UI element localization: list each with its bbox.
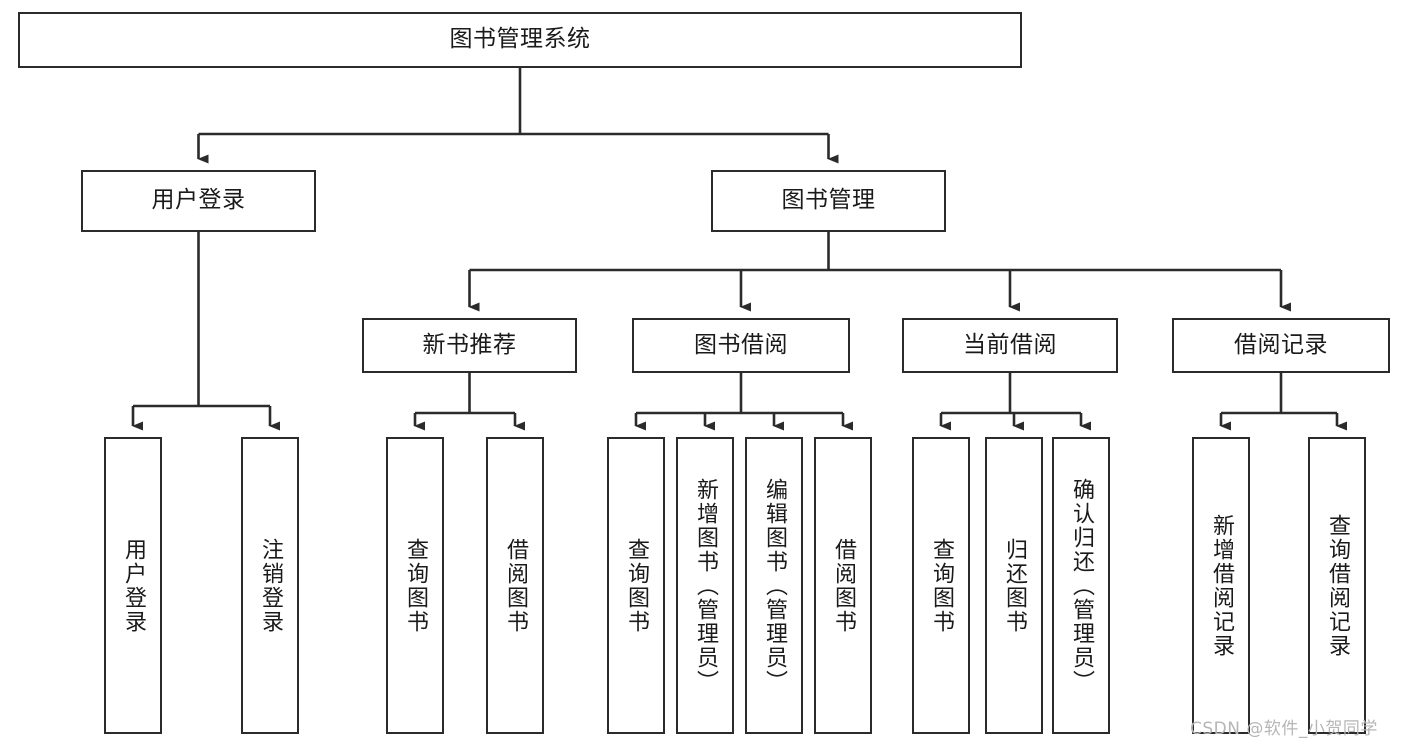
node-label: 新书推荐	[422, 331, 517, 358]
node-label: 图书借阅	[694, 331, 788, 358]
node-leaf-logout-login[interactable]: 注销登录	[241, 437, 299, 734]
node-label: 新增借阅记录	[1209, 513, 1234, 658]
node-leaf-edit-book-admin[interactable]: 编辑图书（管理员）	[745, 437, 803, 734]
node-label: 新增图书（管理员）	[693, 477, 718, 694]
node-leaf-borrow-books[interactable]: 借阅图书	[814, 437, 872, 734]
node-label: 归还图书	[1002, 537, 1027, 634]
node-leaf-borrow-books-recommend[interactable]: 借阅图书	[486, 437, 544, 734]
node-label: 查询图书	[929, 537, 954, 634]
node-leaf-confirm-return-admin[interactable]: 确认归还（管理员）	[1052, 437, 1110, 734]
node-label: 用户登录	[151, 187, 246, 214]
node-current-borrow[interactable]: 当前借阅	[902, 318, 1118, 373]
node-label: 借阅记录	[1234, 331, 1328, 358]
node-label: 用户登录	[121, 537, 146, 634]
node-label: 借阅图书	[831, 537, 856, 634]
node-leaf-query-borrow-record[interactable]: 查询借阅记录	[1308, 437, 1366, 734]
node-label: 当前借阅	[963, 331, 1057, 358]
node-label: 查询图书	[624, 537, 649, 634]
node-label: 借阅图书	[503, 537, 528, 634]
node-leaf-add-borrow-record[interactable]: 新增借阅记录	[1192, 437, 1250, 734]
node-leaf-query-books-borrow[interactable]: 查询图书	[607, 437, 665, 734]
node-book-management[interactable]: 图书管理	[711, 170, 946, 232]
node-leaf-return-books[interactable]: 归还图书	[985, 437, 1043, 734]
node-user-login[interactable]: 用户登录	[81, 170, 316, 232]
node-label: 注销登录	[258, 537, 283, 634]
node-label: 确认归还（管理员）	[1069, 477, 1094, 694]
node-label: 查询图书	[403, 537, 428, 634]
node-leaf-add-book-admin[interactable]: 新增图书（管理员）	[676, 437, 734, 734]
node-new-book-recommend[interactable]: 新书推荐	[362, 318, 577, 373]
node-borrow-record[interactable]: 借阅记录	[1172, 318, 1390, 373]
node-leaf-query-books-recommend[interactable]: 查询图书	[386, 437, 444, 734]
watermark: CSDN @软件_小贺同学	[1190, 719, 1378, 739]
node-leaf-user-login[interactable]: 用户登录	[104, 437, 162, 734]
node-label: 图书管理	[781, 187, 876, 214]
node-book-management-system[interactable]: 图书管理系统	[18, 12, 1022, 68]
node-label: 查询借阅记录	[1325, 513, 1350, 658]
node-book-borrow[interactable]: 图书借阅	[632, 318, 850, 373]
node-label: 图书管理系统	[449, 26, 591, 53]
node-leaf-query-books-current[interactable]: 查询图书	[912, 437, 970, 734]
node-label: 编辑图书（管理员）	[762, 477, 787, 694]
